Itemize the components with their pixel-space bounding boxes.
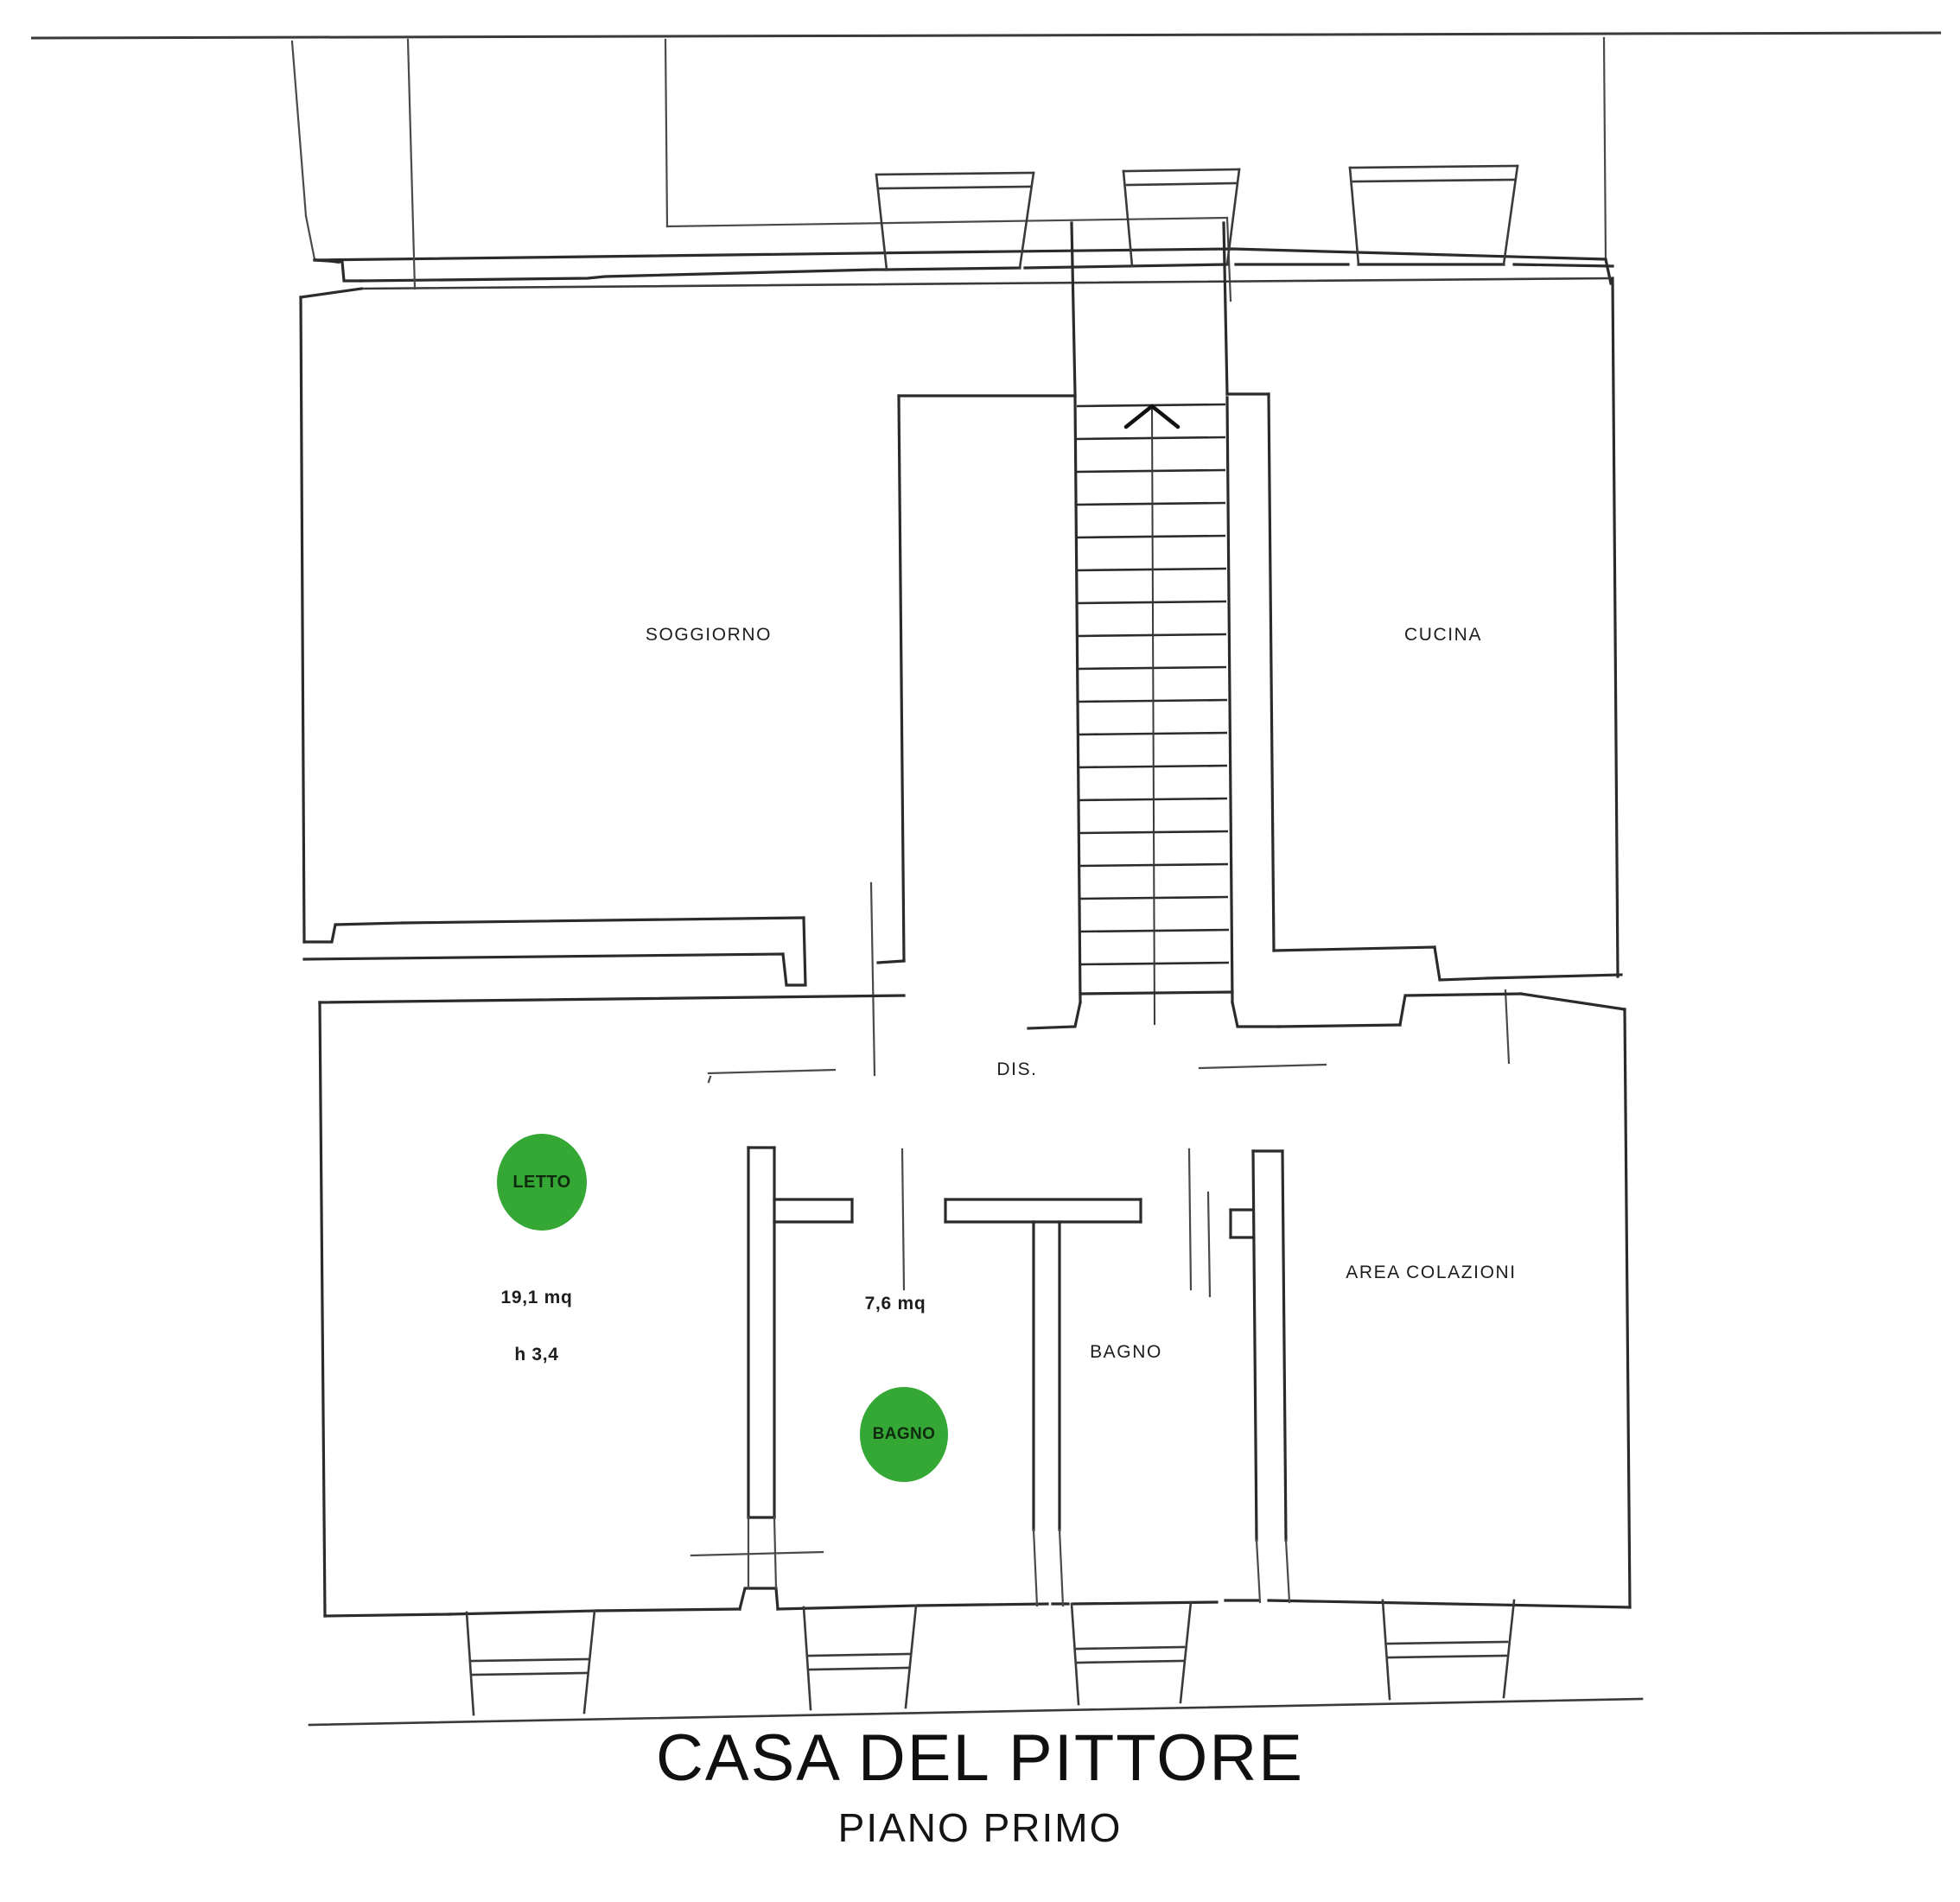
lower-block-north-wall: [318, 990, 1626, 1028]
metric-camera-area: 19,1 mq: [500, 1288, 573, 1307]
lower-thresholds: [690, 1075, 824, 1557]
window-south-3: [1070, 1600, 1193, 1706]
window-north-3: [1348, 164, 1519, 266]
upper-adjacent-structure: [290, 36, 1607, 302]
room-label-disimpegno: DIS.: [996, 1059, 1038, 1079]
window-north-1: [875, 171, 1035, 271]
window-north-2: [1122, 168, 1241, 268]
room-soggiorno-walls: [302, 881, 876, 1077]
building-perimeter: [299, 277, 1632, 1618]
partition-bath-colazioni: [1206, 1149, 1288, 1542]
stair-direction-indicator: [1123, 404, 1180, 1026]
marker-bagno-label: BAGNO: [872, 1425, 936, 1443]
window-south-1: [465, 1609, 596, 1716]
marker-bagno[interactable]: BAGNO: [860, 1387, 948, 1482]
room-label-bagno: BAGNO: [1090, 1342, 1162, 1362]
title-block: CASA DEL PITTORE PIANO PRIMO: [0, 1724, 1960, 1848]
marker-letto-label: LETTO: [512, 1172, 571, 1192]
marker-letto[interactable]: LETTO: [497, 1134, 587, 1231]
room-label-area-colazioni: AREA COLAZIONI: [1346, 1263, 1517, 1282]
sheet-top-rule: [30, 31, 1942, 40]
metric-camera-height: h 3,4: [514, 1345, 559, 1364]
partition-letto-bath: [747, 1146, 1193, 1531]
window-south-4: [1381, 1599, 1516, 1701]
window-south-2: [802, 1604, 918, 1711]
room-label-cucina: CUCINA: [1403, 625, 1483, 645]
north-wall-band: [313, 38, 1614, 290]
metric-bagno-area: 7,6 mq: [864, 1294, 926, 1314]
stairwell: [876, 221, 1436, 1030]
south-wall-band: [308, 1516, 1644, 1727]
page-subtitle: PIANO PRIMO: [837, 1804, 1123, 1850]
page-title: CASA DEL PITTORE: [656, 1721, 1304, 1795]
room-cucina-walls: [1433, 945, 1623, 1065]
corridor-dis-lines: [707, 1063, 1327, 1075]
room-label-soggiorno: SOGGIORNO: [645, 625, 773, 645]
